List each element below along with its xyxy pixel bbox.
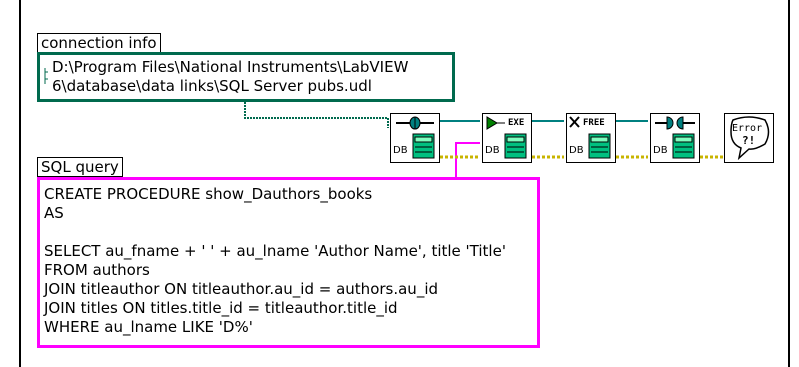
db-free-icon [569,116,611,159]
db-open-connection-node[interactable]: DB [390,113,440,163]
sql-wire [455,142,480,177]
error-symbol-text: ?! [742,134,756,147]
db-label: DB [569,145,584,156]
path-type-icon [44,68,48,84]
db-label: DB [653,145,668,156]
db-close-connection-icon [655,116,695,159]
sql-query-constant[interactable]: CREATE PROCEDURE show_Dauthors_books AS … [37,177,540,348]
window-border-left [19,0,21,367]
db-label: DB [485,145,500,156]
exe-label: EXE [508,118,525,128]
window-border-right [788,0,790,367]
connection-info-label: connection info [37,33,161,53]
error-text: Error [732,123,763,134]
free-label: FREE [583,118,605,128]
error-handler-node[interactable]: Error ?! [724,113,774,163]
connection-info-constant[interactable]: D:\Program Files\National Instruments\La… [37,52,455,102]
db-label: DB [393,145,408,156]
sql-query-text: CREATE PROCEDURE show_Dauthors_books AS … [44,185,506,336]
db-execute-icon [486,116,527,159]
db-execute-node[interactable]: EXE DB [482,113,532,163]
db-close-connection-node[interactable]: DB [650,113,700,163]
path-wire [244,102,389,128]
sql-query-label: SQL query [37,157,123,177]
error-speech-bubble-icon [730,116,770,161]
connection-path-text: D:\Program Files\National Instruments\La… [52,58,409,95]
db-free-node[interactable]: FREE DB [566,113,616,163]
db-open-connection-icon [396,116,435,159]
